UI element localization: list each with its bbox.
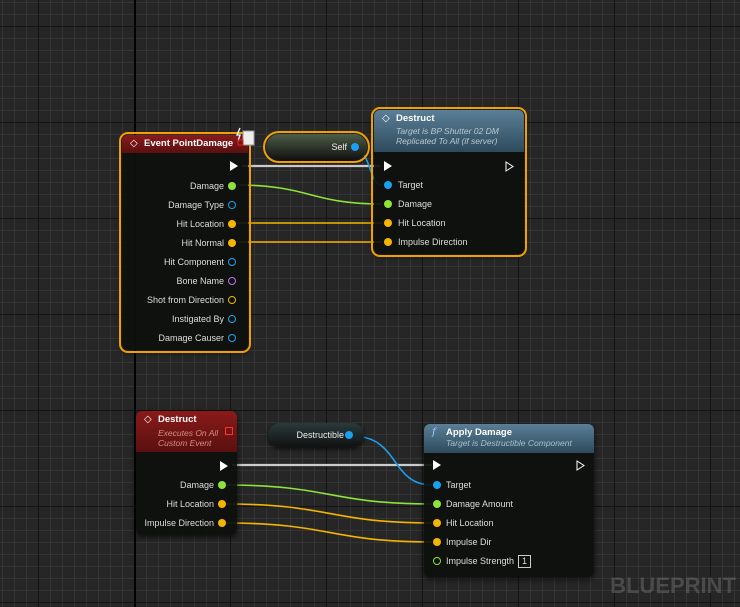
pin-label: Hit Location	[166, 499, 214, 509]
destructible-out-pin[interactable]	[345, 431, 353, 439]
out-pin[interactable]	[228, 315, 236, 323]
wire-hit-location-2	[225, 503, 433, 524]
out-pin[interactable]	[228, 201, 236, 209]
pin-label: Bone Name	[176, 276, 224, 286]
pin-label: Impulse Direction	[398, 237, 468, 247]
in-pin[interactable]	[433, 519, 441, 527]
in-pin[interactable]	[433, 500, 441, 508]
exec-in-pin[interactable]	[433, 460, 441, 470]
node-header: ◇ Event PointDamage	[122, 135, 248, 153]
node-subtitle-2: Replicated To All (if server)	[396, 136, 498, 146]
node-title: Event PointDamage	[144, 138, 234, 149]
node-title: Apply Damage	[446, 427, 512, 438]
node-header: f Apply Damage Target is Destructible Co…	[424, 424, 594, 453]
self-out-pin[interactable]	[351, 143, 359, 151]
in-pin[interactable]	[433, 481, 441, 489]
pin-label: Target	[398, 180, 424, 190]
out-pin[interactable]	[228, 277, 236, 285]
exec-in-pin[interactable]	[384, 161, 392, 171]
in-pin[interactable]	[433, 557, 441, 565]
node-subtitle: Target is BP Shutter 02 DM	[396, 126, 499, 136]
out-pin[interactable]	[228, 239, 236, 247]
node-header: ◇ Destruct Target is BP Shutter 02 DM Re…	[374, 110, 524, 152]
out-pin[interactable]	[228, 182, 236, 190]
replicated-server-icon	[234, 126, 256, 148]
out-pin[interactable]	[228, 296, 236, 304]
pin-label: Damage	[179, 480, 214, 490]
pin-label: Instigated By	[171, 314, 224, 324]
self-label: Self	[331, 142, 347, 152]
pin-label: Shot from Direction	[146, 295, 224, 305]
exec-out-pin[interactable]	[230, 161, 238, 171]
in-pin[interactable]	[384, 238, 392, 246]
node-subtitle: Executes On All	[158, 428, 219, 438]
wire-damage-amount	[225, 484, 433, 505]
in-pin[interactable]	[384, 200, 392, 208]
pin-label: Damage Type	[168, 200, 224, 210]
pin-label: Hit Location	[176, 219, 224, 229]
pin-label: Impulse Strength	[446, 556, 515, 566]
replicated-icon	[225, 427, 233, 435]
destructible-node[interactable]: Destructible	[268, 423, 364, 447]
node-subtitle: Target is Destructible Component	[446, 438, 572, 448]
apply-damage-node[interactable]: f Apply Damage Target is Destructible Co…	[424, 424, 594, 577]
pin-label: Impulse Dir	[446, 537, 492, 547]
in-pin[interactable]	[433, 538, 441, 546]
in-pin[interactable]	[384, 181, 392, 189]
destructible-label: Destructible	[296, 430, 344, 440]
self-node[interactable]: Self	[263, 131, 370, 163]
out-pin[interactable]	[228, 220, 236, 228]
pin-label: Damage	[189, 181, 224, 191]
exec-out-pin[interactable]	[576, 460, 586, 471]
pin-label: Hit Component	[163, 257, 224, 267]
impulse-strength-input[interactable]: 1	[518, 555, 532, 568]
pin-label: Damage	[398, 199, 433, 209]
node-subtitle-2: Custom Event	[158, 438, 212, 448]
blueprint-watermark: BLUEPRINT	[610, 573, 736, 598]
pin-label: Damage Amount	[446, 499, 514, 509]
wire-destructible-target	[351, 435, 433, 486]
node-title: Destruct	[158, 414, 197, 425]
out-pin[interactable]	[218, 481, 226, 489]
pin-label: Hit Normal	[181, 238, 224, 248]
event-diamond-icon: ◇	[130, 138, 138, 149]
wire-impulse-dir	[225, 522, 433, 543]
function-icon: f	[432, 427, 436, 438]
pin-label: Hit Location	[398, 218, 446, 228]
pin-label: Target	[446, 480, 472, 490]
wire-damage	[235, 184, 383, 205]
destruct-call-node[interactable]: ◇ Destruct Target is BP Shutter 02 DM Re…	[371, 107, 527, 257]
destruct-custom-event-node[interactable]: ◇ Destruct Executes On All Custom Event …	[136, 411, 237, 535]
function-diamond-icon: ◇	[382, 113, 390, 124]
out-pin[interactable]	[218, 500, 226, 508]
exec-out-pin[interactable]	[220, 461, 228, 471]
exec-out-pin[interactable]	[505, 161, 515, 172]
out-pin[interactable]	[228, 258, 236, 266]
pin-label: Hit Location	[446, 518, 494, 528]
pin-label: Impulse Direction	[144, 518, 214, 528]
event-diamond-icon: ◇	[144, 414, 152, 425]
out-pin[interactable]	[218, 519, 226, 527]
node-header: ◇ Destruct Executes On All Custom Event	[136, 411, 237, 452]
in-pin[interactable]	[384, 219, 392, 227]
out-pin[interactable]	[228, 334, 236, 342]
node-title: Destruct	[396, 113, 435, 124]
pin-label: Damage Causer	[158, 333, 224, 343]
